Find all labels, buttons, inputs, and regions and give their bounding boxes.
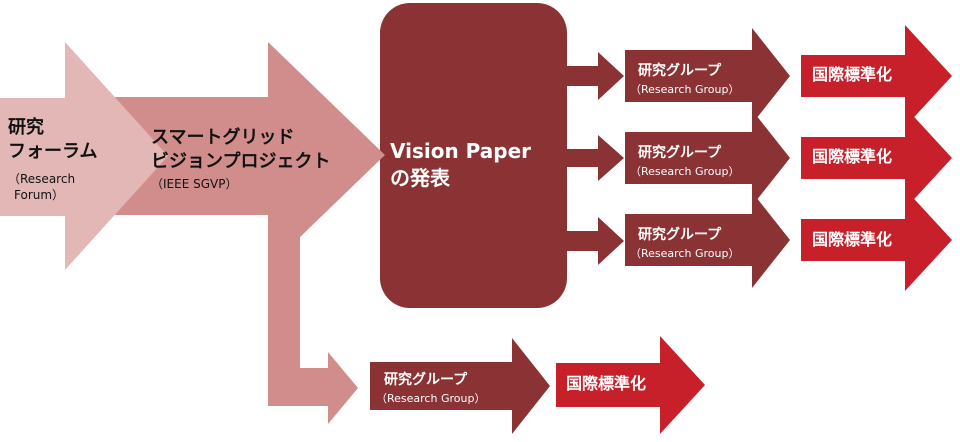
forum-arrow [0, 42, 168, 270]
connector-arrow-3 [565, 217, 624, 265]
project-title-line2: ビジョンプロジェクト [151, 151, 331, 172]
forum-title-line1: 研究 [8, 117, 44, 138]
standard-arrow-1 [801, 25, 952, 127]
group-title: 研究グループ [638, 63, 722, 79]
forum-sub-line1: （Research [8, 172, 76, 186]
group-sub: （Research Group） [630, 247, 740, 260]
group-arrow-4 [370, 338, 550, 434]
group-sub: （Research Group） [630, 83, 740, 96]
project-sub: （IEEE SGVP） [151, 177, 238, 191]
group-arrow-3 [625, 192, 790, 288]
group-arrow-2 [625, 110, 790, 206]
standard-arrow-3 [801, 189, 952, 291]
group-title: 研究グループ [638, 145, 722, 161]
connector-arrow-2 [565, 135, 624, 181]
standard-label: 国際標準化 [812, 230, 893, 249]
project-title-line1: スマートグリッド [151, 127, 295, 148]
project-branch-arrow [268, 215, 358, 424]
project-arrow [108, 42, 385, 268]
group-title: 研究グループ [384, 372, 468, 388]
vision-title-line2: の発表 [390, 166, 450, 190]
standard-label: 国際標準化 [566, 374, 647, 393]
standard-arrow-4 [556, 336, 705, 434]
vision-paper-box [380, 3, 567, 308]
group-title: 研究グループ [638, 227, 722, 243]
forum-title-line2: フォーラム [8, 141, 98, 162]
connector-arrow-1 [565, 52, 624, 100]
group-arrow-1 [625, 28, 790, 124]
vision-title-line1: Vision Paper [390, 139, 532, 163]
standard-label: 国際標準化 [812, 65, 893, 84]
group-sub: （Research Group） [376, 392, 486, 405]
group-sub: （Research Group） [630, 165, 740, 178]
forum-sub-line2: Forum） [14, 188, 65, 202]
standard-arrow-2 [801, 107, 952, 209]
standard-label: 国際標準化 [812, 147, 893, 166]
